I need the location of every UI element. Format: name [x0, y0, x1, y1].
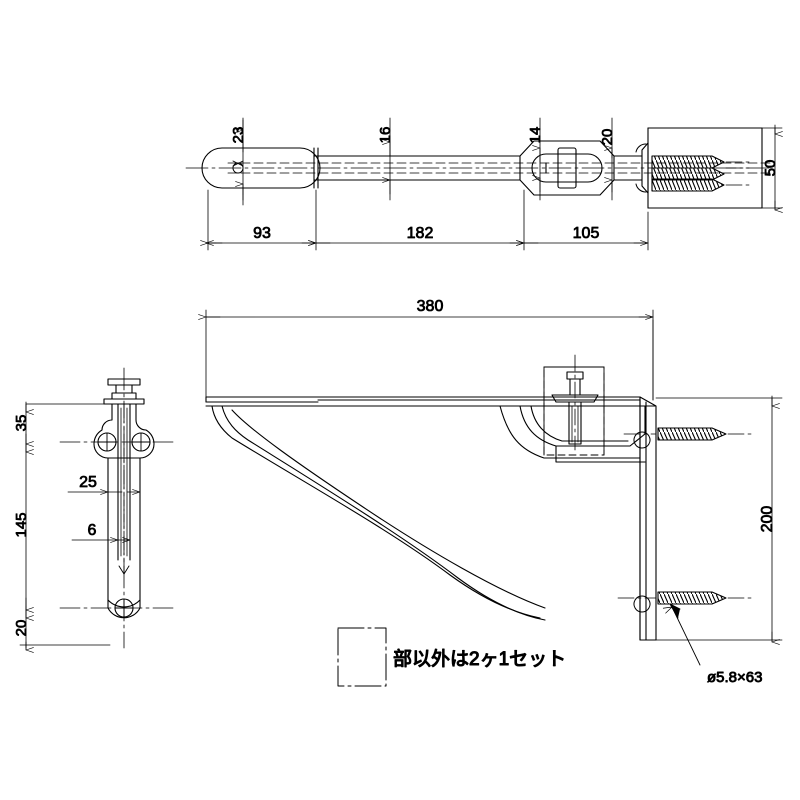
- dim-chain-top: 93 182 105: [206, 189, 649, 251]
- wall-plate-top: [641, 127, 763, 209]
- dim-14: 14: [527, 117, 544, 201]
- center-bolt: [551, 354, 599, 451]
- dim-20-side-label: 20: [13, 620, 30, 637]
- joint-block: [519, 140, 615, 196]
- dim-50-label: 50: [762, 160, 779, 177]
- screw-front-2: [617, 591, 753, 613]
- note-text: 部以外は2ヶ1セット: [393, 648, 566, 670]
- wall-plate-front: [639, 319, 657, 641]
- dim-16: 16: [377, 117, 394, 201]
- screw-callout: ø5.8×63: [670, 603, 763, 686]
- dim-23-label: 23: [230, 127, 247, 144]
- dim-16-label: 16: [377, 127, 394, 144]
- bracket-body-right: [499, 405, 646, 463]
- screw-front-1: [623, 427, 753, 449]
- dim-93-label: 93: [253, 225, 271, 242]
- note-symbol-rect: [337, 627, 387, 687]
- dim-182-label: 182: [407, 225, 434, 242]
- front-elevation-view: 380: [205, 298, 783, 686]
- bolt-detail-box: [543, 366, 605, 456]
- note-block: 部以外は2ヶ1セット: [337, 627, 567, 687]
- arm-end-pad: [201, 147, 321, 189]
- dim-200: 200: [655, 395, 783, 642]
- dim-35: 35: [13, 401, 111, 444]
- screw-top-3: [651, 178, 753, 192]
- plate-flare: [635, 143, 647, 193]
- dim-20-top: 20: [599, 117, 616, 201]
- dim-380: 380: [206, 298, 654, 401]
- top-view: 23 16 14 20 50: [185, 117, 782, 251]
- dim-50: 50: [761, 124, 782, 210]
- dim-6-label: 6: [88, 522, 97, 539]
- arm-shaft: [313, 147, 521, 189]
- dim-25: 25: [67, 474, 141, 492]
- bracket-gusset-outer: [211, 405, 546, 621]
- side-bolt-head: [103, 378, 145, 405]
- left-side-view: 35 145 20 25 6: [13, 367, 177, 650]
- dim-105-label: 105: [573, 225, 600, 242]
- shelf-arm-top: [205, 396, 656, 407]
- joint-to-plate-shaft: [613, 155, 643, 181]
- dim-380-label: 380: [417, 298, 444, 315]
- dim-25-label: 25: [79, 474, 97, 491]
- dim-20-top-label: 20: [599, 129, 616, 146]
- screw-spec-label: ø5.8×63: [707, 669, 762, 686]
- dim-14-label: 14: [527, 127, 544, 144]
- dim-6: 6: [71, 522, 131, 540]
- dim-35-label: 35: [13, 415, 30, 432]
- dim-20-side: 20: [13, 605, 111, 650]
- bracket-gusset-inner: [231, 409, 546, 609]
- dim-145: 145: [13, 439, 30, 610]
- dim-145-label: 145: [13, 512, 30, 537]
- dim-23: 23: [230, 117, 247, 206]
- screw-top-1: [651, 155, 753, 169]
- dim-200-label: 200: [759, 506, 776, 533]
- side-strap: [107, 403, 141, 619]
- screw-top-2: [651, 167, 753, 181]
